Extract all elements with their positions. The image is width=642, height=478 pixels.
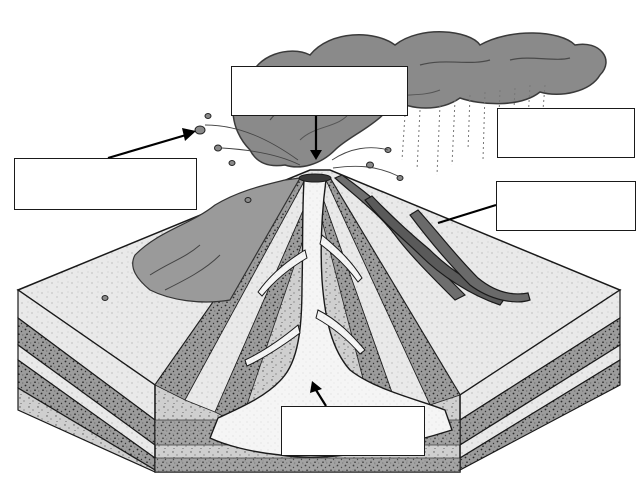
rock-strata <box>16 169 622 473</box>
lava-flows <box>333 174 531 306</box>
ash-rain-label-box[interactable] <box>497 108 635 158</box>
ash-cloud-label-box[interactable] <box>231 66 408 116</box>
lava-flow-label-box[interactable] <box>496 181 636 231</box>
magma-chamber-label-box[interactable] <box>281 406 425 456</box>
volcanic-bombs-label-box[interactable] <box>14 158 197 210</box>
ash-deposits <box>132 177 302 303</box>
volcanic-bombs <box>101 113 404 301</box>
label-pointers <box>107 115 497 407</box>
magma-conduit <box>209 173 453 458</box>
bomb-trajectories <box>204 124 399 177</box>
